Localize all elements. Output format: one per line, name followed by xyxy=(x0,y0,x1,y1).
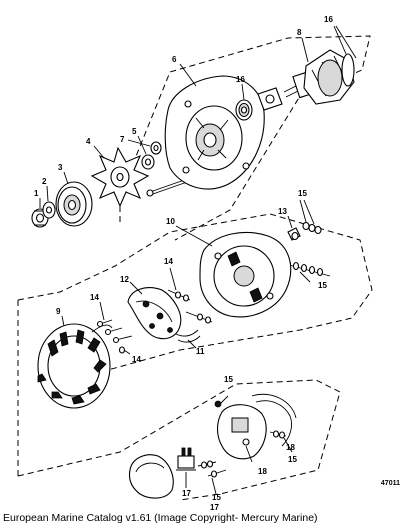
leader-15d xyxy=(283,437,293,453)
callout-labels: 1 2 3 4 5 6 7 8 9 10 11 12 13 14 14 14 1… xyxy=(34,15,333,512)
leader-11 xyxy=(187,339,197,349)
callout-16b: 16 xyxy=(236,75,245,84)
part-screws-middle xyxy=(167,289,213,324)
callout-13: 13 xyxy=(278,207,287,216)
callout-14a: 14 xyxy=(90,293,99,302)
leader-12 xyxy=(129,281,143,295)
callout-6: 6 xyxy=(172,55,177,64)
callout-17a: 17 xyxy=(182,489,191,498)
leader-14b xyxy=(169,267,177,291)
part-regulator-assembly xyxy=(214,393,297,460)
callout-7: 7 xyxy=(120,135,125,144)
drawing-number: 47011 xyxy=(380,480,400,487)
leader-14a xyxy=(99,301,105,321)
part-bearing xyxy=(235,99,253,121)
callout-18a: 18 xyxy=(286,443,295,452)
part-stator xyxy=(37,323,113,409)
callout-16a: 16 xyxy=(324,15,333,24)
leader-7 xyxy=(127,139,151,147)
leader-13 xyxy=(287,215,293,229)
leader-2 xyxy=(46,185,49,202)
image-caption: European Marine Catalog v1.61 (Image Cop… xyxy=(3,512,318,524)
callout-8: 8 xyxy=(297,28,302,37)
callout-9: 9 xyxy=(56,307,61,316)
leader-6 xyxy=(179,63,197,87)
part-spacer-small xyxy=(150,141,162,155)
part-front-housing xyxy=(164,75,265,190)
callout-15d: 15 xyxy=(288,455,297,464)
part-screw-right xyxy=(269,430,287,439)
part-cover-gasket xyxy=(128,454,174,499)
part-rotor xyxy=(283,49,355,105)
callout-15c: 15 xyxy=(224,375,233,384)
part-washer xyxy=(42,201,56,219)
leader-18a xyxy=(245,445,253,463)
part-spacer xyxy=(141,154,155,170)
part-terminal xyxy=(287,227,301,241)
callout-1: 1 xyxy=(34,189,39,198)
leader-8 xyxy=(301,37,309,63)
leader-15a-2 xyxy=(303,199,315,225)
callout-5: 5 xyxy=(132,127,137,136)
dashed-outline-rear xyxy=(17,213,373,371)
dashed-outline-bottom xyxy=(17,300,341,501)
part-screws-left xyxy=(96,319,133,354)
callout-4: 4 xyxy=(86,137,91,146)
leader-10 xyxy=(175,225,213,247)
callout-14c: 14 xyxy=(132,355,141,364)
part-pulley xyxy=(55,181,93,227)
callout-3: 3 xyxy=(58,163,63,172)
callout-11: 11 xyxy=(196,347,205,356)
leader-14c xyxy=(123,349,131,355)
callout-15a: 15 xyxy=(298,189,307,198)
callout-2: 2 xyxy=(42,177,47,186)
part-fan xyxy=(90,146,150,208)
leader-16a-1 xyxy=(333,25,347,55)
callout-17b: 17 xyxy=(210,503,219,512)
callout-14b: 14 xyxy=(164,257,173,266)
leader-5 xyxy=(137,135,147,155)
leader-16b xyxy=(241,83,245,101)
part-rear-housing xyxy=(199,231,292,318)
callout-18b: 18 xyxy=(258,467,267,476)
part-brush-holder xyxy=(176,447,196,471)
part-screws-bottom xyxy=(197,460,227,478)
callout-12: 12 xyxy=(120,275,129,284)
callout-15e: 15 xyxy=(212,493,221,502)
leader-3 xyxy=(63,171,69,185)
part-washers-upper xyxy=(302,221,322,235)
leader-9 xyxy=(61,315,65,327)
callout-15b: 15 xyxy=(318,281,327,290)
leader-15b xyxy=(299,271,311,283)
leader-15e xyxy=(211,477,217,495)
part-rectifier xyxy=(127,287,182,340)
part-bearing-retainer xyxy=(257,87,283,111)
leader-4 xyxy=(93,145,105,159)
callout-10: 10 xyxy=(166,217,175,226)
leader-15c xyxy=(219,395,229,405)
dashed-outline-upper xyxy=(119,35,371,241)
leader-16a-2 xyxy=(335,25,357,59)
leader-15a-1 xyxy=(299,199,307,223)
